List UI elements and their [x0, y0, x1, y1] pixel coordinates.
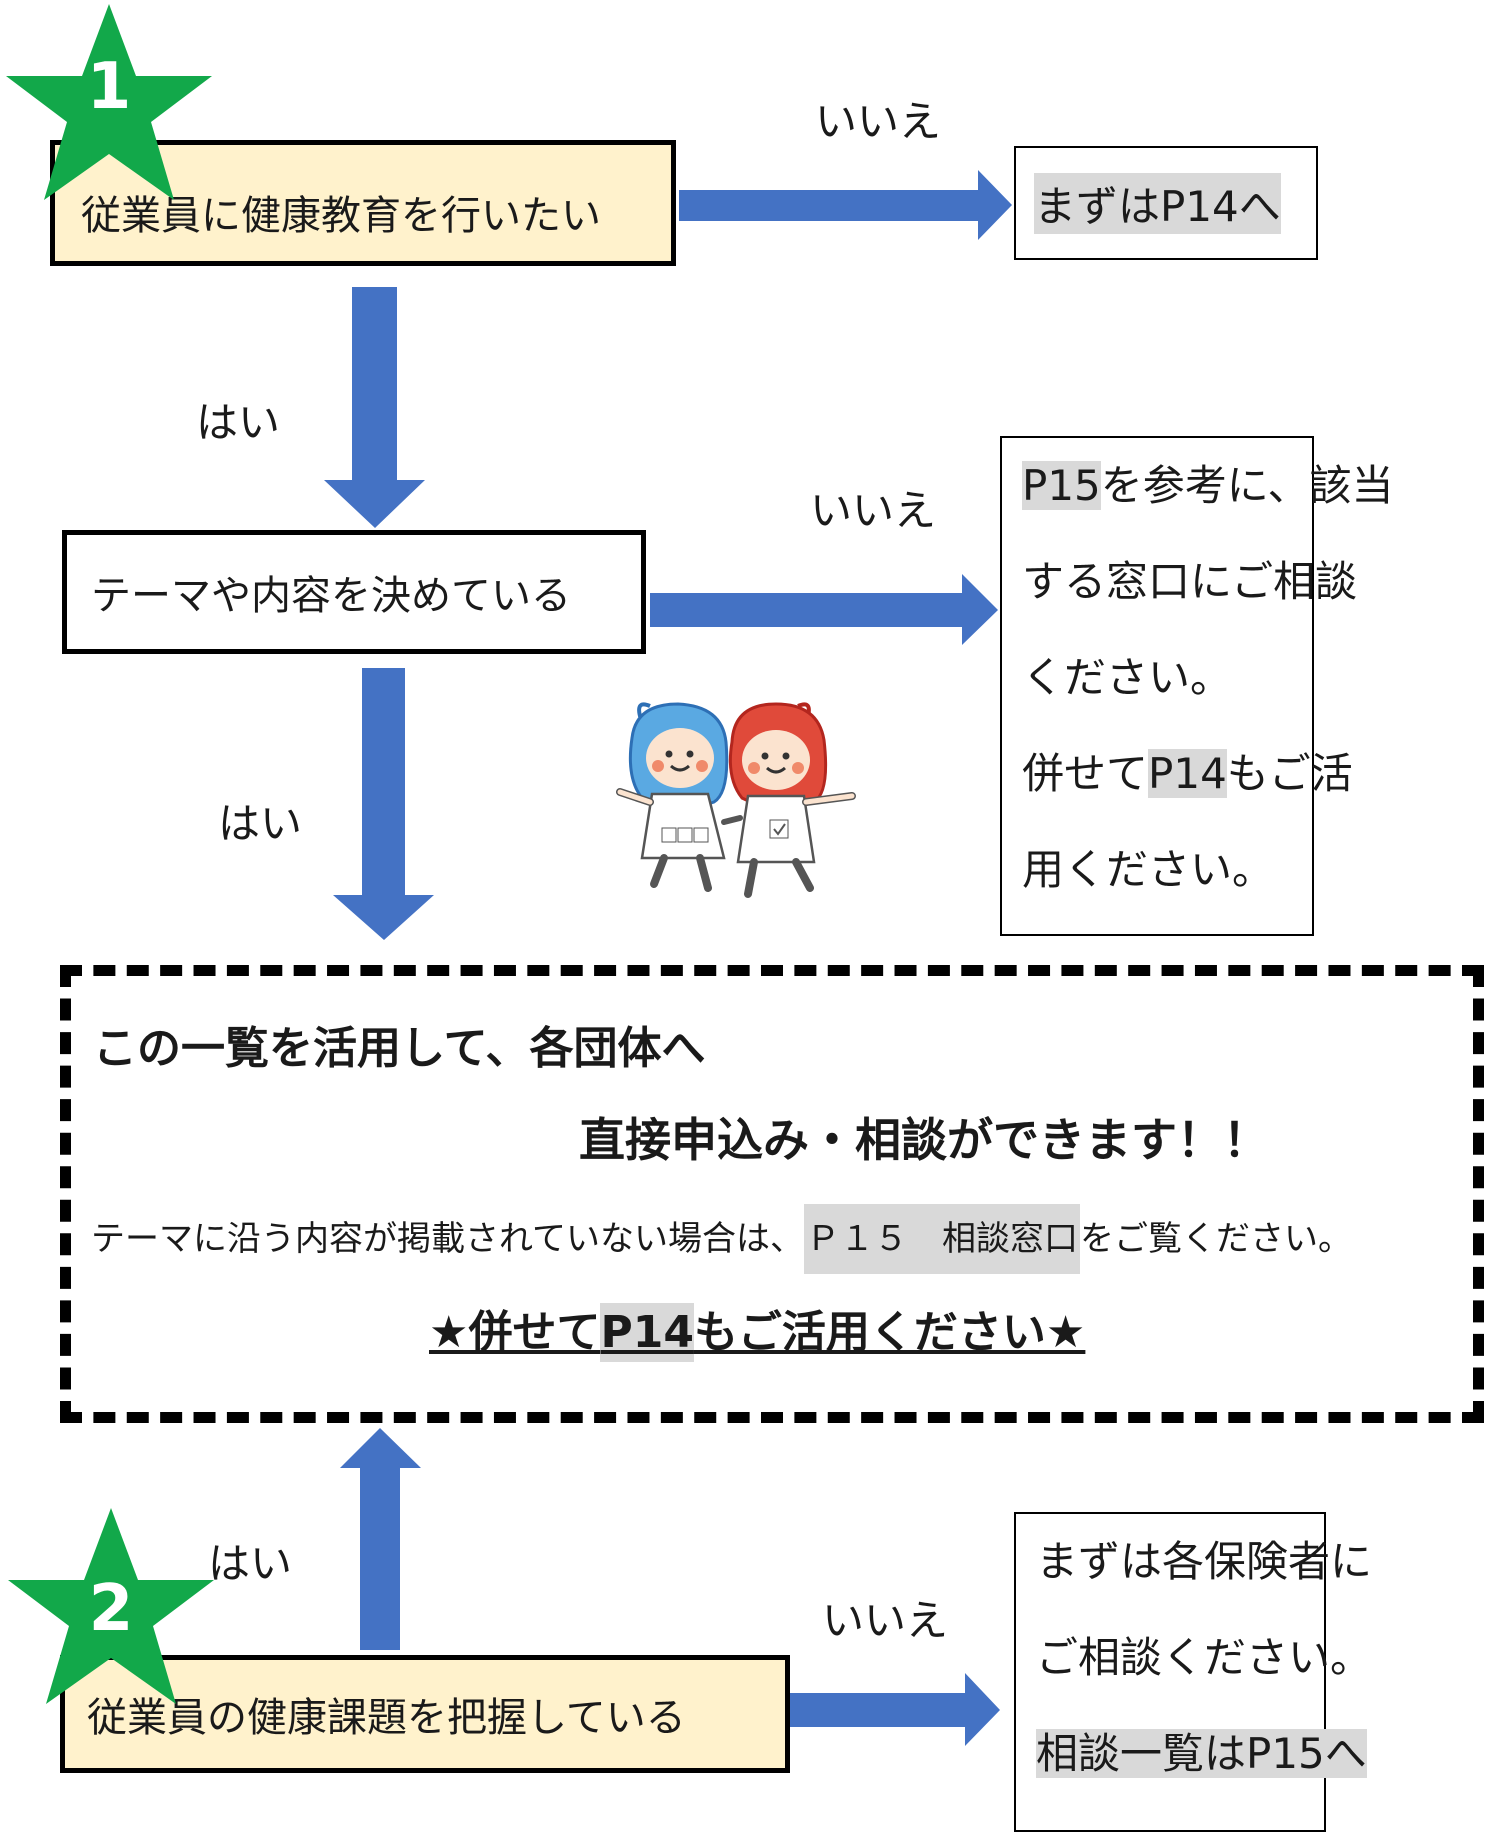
- center-line4-pre: ★併せて: [429, 1307, 601, 1358]
- star-2-icon: 2: [8, 1508, 214, 1704]
- q3-no-result-box: まずは各保険者に ご相談ください。 相談一覧はP15へ: [1014, 1512, 1372, 1832]
- q2-no-result-line1: を参考に、該当: [1100, 461, 1394, 510]
- q2-no-result-line5: 用ください。: [1022, 845, 1275, 894]
- q2-no-result-text: P15を参考に、該当 する窓口にご相談 ください。 併せてP14もご活 用くださ…: [1022, 438, 1394, 918]
- star-1-icon: 1: [6, 4, 212, 200]
- red-mascot: [721, 702, 856, 898]
- center-line4-post: もご活用ください★: [693, 1307, 1086, 1358]
- q3-no-arrow-shape: [790, 1673, 1000, 1746]
- q2-no-result-line3: ください。: [1022, 653, 1233, 702]
- q3-no-label: いいえ: [822, 1596, 949, 1645]
- star-1-number: 1: [86, 50, 132, 124]
- center-line3-post: をご覧ください。: [1079, 1219, 1352, 1259]
- q1-question-box: 従業員に健康教育を行いたい: [50, 140, 676, 266]
- center-line3-p15: Ｐ１５ 相談窓口: [803, 1204, 1080, 1274]
- center-line3: テーマに沿う内容が掲載されていない場合は、Ｐ１５ 相談窓口をご覧ください。: [91, 1204, 1352, 1274]
- q2-no-result-line4-pre: 併せて: [1022, 749, 1149, 798]
- q3-yes-label: はい: [208, 1539, 293, 1588]
- q3-yes-arrow-shape: [340, 1428, 421, 1650]
- q2-no-result-box: P15を参考に、該当 する窓口にご相談 ください。 併せてP14もご活 用くださ…: [1000, 436, 1394, 936]
- q3-no-result-line3: 相談一覧はP15へ: [1036, 1729, 1367, 1778]
- q3-question-box: 従業員の健康課題を把握している: [60, 1655, 790, 1773]
- q2-question-text: テーマや内容を決めている: [91, 573, 571, 619]
- q1-no-result-text: まずはP14へ: [1034, 172, 1281, 234]
- center-line1: この一覧を活用して、各団体へ: [93, 1023, 706, 1074]
- q1-no-result-box: まずはP14へ: [1014, 146, 1318, 260]
- q1-yes-arrow-shape: [324, 287, 425, 528]
- q2-no-arrow-shape: [650, 574, 998, 645]
- q1-no-arrow-shape: [679, 170, 1012, 240]
- blue-mascot: [616, 702, 729, 892]
- q2-yes-arrow-shape: [333, 668, 434, 940]
- q2-no-result-p14: P14: [1148, 749, 1227, 798]
- q1-question-text: 従業員に健康教育を行いたい: [81, 193, 601, 239]
- q2-yes-label: はい: [218, 799, 303, 848]
- q2-no-result-line2: する窓口にご相談: [1022, 557, 1358, 606]
- center-info-box: この一覧を活用して、各団体へ 直接申込み・相談ができます！！ テーマに沿う内容が…: [60, 965, 1484, 1423]
- q1-no-label: いいえ: [815, 97, 942, 146]
- center-line4-p14: P14: [600, 1303, 694, 1362]
- q2-no-label: いいえ: [810, 486, 937, 535]
- q3-no-result-line1: まずは各保険者に: [1036, 1537, 1373, 1586]
- center-line2: 直接申込み・相談ができます！！: [579, 1113, 1269, 1167]
- q2-no-result-p15: P15: [1022, 461, 1101, 510]
- star-2-number: 2: [88, 1572, 134, 1646]
- q2-question-box: テーマや内容を決めている: [62, 530, 646, 654]
- q2-no-result-line4-post: もご活: [1226, 749, 1353, 798]
- center-line3-pre: テーマに沿う内容が掲載されていない場合は、: [91, 1219, 804, 1259]
- q3-no-result-line2: ご相談ください。: [1036, 1633, 1373, 1682]
- center-line4: ★併せてP14もご活用ください★: [429, 1301, 1085, 1365]
- mascot-illustration: [616, 702, 856, 898]
- q3-question-text: 従業員の健康課題を把握している: [87, 1695, 686, 1741]
- q1-yes-label: はい: [196, 398, 281, 447]
- q3-no-result-text: まずは各保険者に ご相談ください。 相談一覧はP15へ: [1036, 1514, 1372, 1802]
